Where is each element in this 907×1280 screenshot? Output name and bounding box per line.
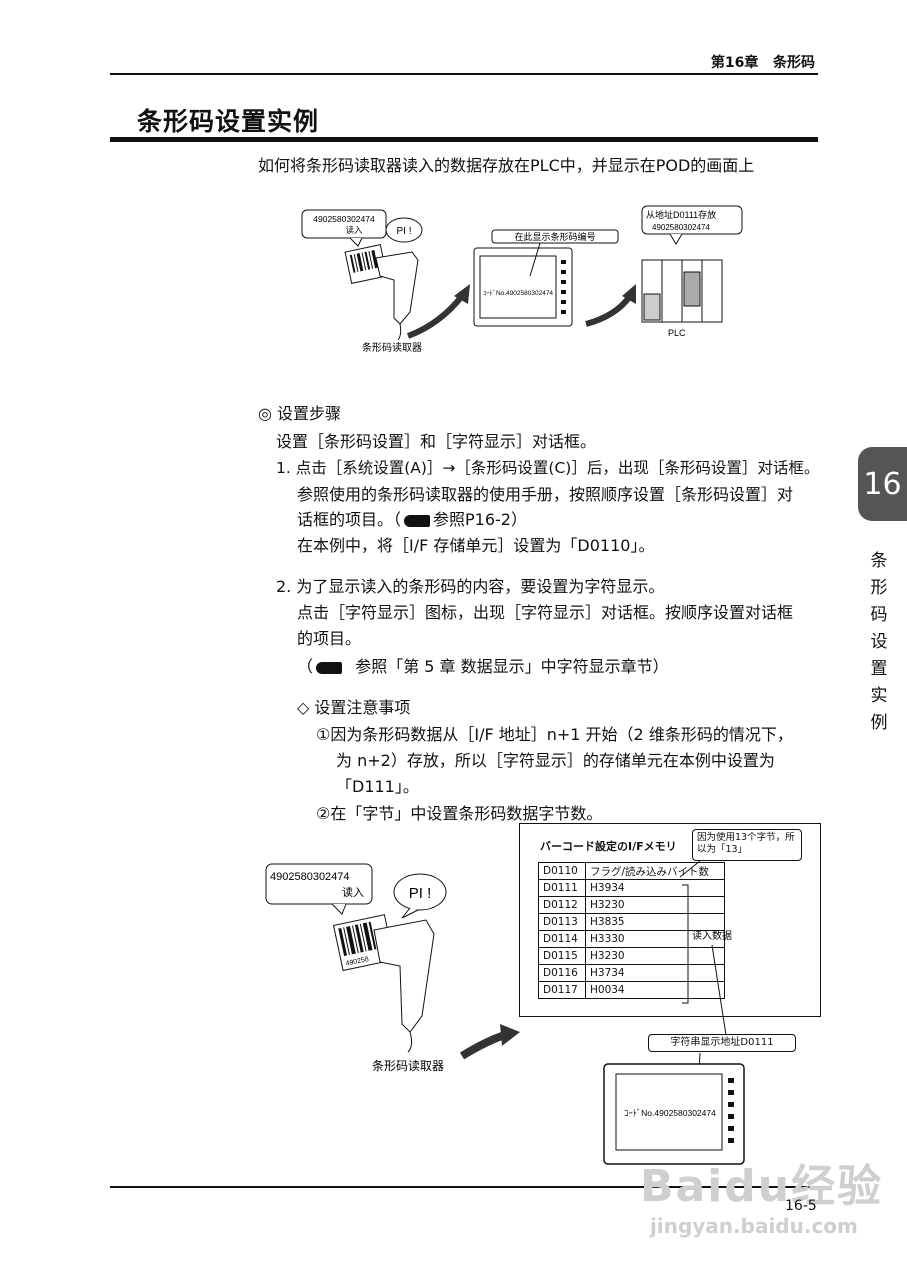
chapter-tab: 16: [858, 447, 907, 521]
watermark-brand: Baidu经验: [640, 1161, 884, 1212]
display-address-callout: 字符串显示地址D0111: [648, 1034, 796, 1052]
reader-label: 条形码读取器: [362, 341, 422, 354]
panel-title: バーコード設定のI/Fメモリ: [540, 840, 677, 853]
step1-line3-b: 参照P16-2）: [433, 510, 527, 529]
step1-line4: 在本例中，将［I/F 存储单元］设置为「D0110」。: [297, 536, 655, 555]
reader-label-2: 条形码读取器: [372, 1059, 444, 1073]
callout-pointer: [679, 860, 701, 878]
chapter-number: 第16章: [710, 55, 759, 71]
screen-note: 在此显示条形码编号: [514, 231, 595, 242]
read-data-pointer: [711, 944, 727, 1036]
diagram-reader: 4902580302474 读入 PI ! 490258 条形码读取器: [265, 863, 520, 1073]
read-bubble-code-2: 4902580302474: [270, 871, 350, 883]
step1-line1: 1. 点击［系统设置(A)］→［条形码设置(C)］后，出现［条形码设置］对话框。: [276, 459, 820, 477]
note1-line3: 「D111」。: [336, 777, 419, 796]
plc-note-line1: 从地址D0111存放: [646, 209, 716, 220]
step2-line3: 的项目。: [297, 629, 362, 648]
beep-bubble: [385, 217, 423, 243]
pointing-hand-icon-2: [316, 661, 343, 674]
title-rule: [110, 137, 818, 142]
callout-line2: 以为「13」: [697, 844, 748, 855]
steps-subheading: 设置［条形码设置］和［字符显示］对话框。: [276, 432, 597, 451]
note1-line1: ①因为条形码数据从［I/F 地址］n+1 开始（2 维条形码的情况下，: [316, 725, 793, 744]
arrow-reader-to-pod: [406, 294, 465, 339]
step1-line3: 话框的项目。（ 参照P16-2）: [297, 506, 527, 530]
read-bubble-label-2: 读入: [342, 885, 364, 899]
side-char: 码: [870, 605, 888, 625]
table-cell-address: D0112: [538, 896, 586, 914]
step2-line4: （ 参照「第 5 章 数据显示」中字符显示章节）: [297, 653, 669, 677]
table-cell-address: D0117: [538, 981, 586, 999]
table-cell-address: D0116: [538, 964, 586, 982]
plc-note-line2: 4902580302474: [652, 223, 710, 232]
table-cell-value: フラグ/読み込みバイト数: [585, 862, 725, 880]
side-char: 例: [870, 713, 888, 733]
table-cell-value: H3330: [585, 930, 725, 948]
header-rule: [110, 73, 818, 75]
note2: ②在「字节」中设置条形码数据字节数。: [316, 804, 603, 823]
arrow-pod-to-plc: [585, 294, 633, 327]
plc-label: PLC: [668, 328, 686, 338]
read-bubble-2: [265, 863, 373, 905]
step1-line2: 参照使用的条形码读取器的使用手册，按照顺序设置［条形码设置］对: [297, 485, 794, 504]
table-cell-value: H0034: [585, 981, 725, 999]
beep-bubble-2: [393, 873, 447, 911]
steps-heading: ◎ 设置步骤: [258, 404, 342, 423]
beep-text-2: PI !: [409, 885, 432, 902]
footer-rule: [110, 1186, 818, 1188]
read-bubble-code: 4902580302474: [313, 214, 375, 224]
step2-line1: 2. 为了显示读入的条形码的内容，要设置为字符显示。: [276, 577, 665, 596]
callout-line1: 因为使用13个字节，所: [697, 832, 795, 843]
byte-count-callout: 因为使用13个字节，所 以为「13」: [692, 829, 802, 861]
arrow-reader-to-memory: [459, 1030, 510, 1060]
side-char: 形: [870, 578, 888, 598]
table-cell-address: D0115: [538, 947, 586, 965]
pod-screen-text-2: ｺｰﾄﾞNo.4902580302474: [624, 1108, 716, 1118]
side-char: 设: [870, 632, 888, 652]
pod-screen-text: ｺｰﾄﾞNo.4902580302474: [483, 289, 553, 297]
screen-note-bubble: [491, 229, 619, 244]
side-char: 条: [870, 551, 888, 571]
beep-text: PI !: [396, 226, 411, 237]
pointing-hand-icon: [404, 514, 431, 527]
intro-text: 如何将条形码读取器读入的数据存放在PLC中，并显示在POD的画面上: [258, 156, 755, 175]
notes-heading: ◇ 设置注意事项: [297, 698, 411, 717]
side-char: 置: [870, 659, 888, 679]
note1-line2: 为 n+2）存放，所以［字符显示］的存储单元在本例中设置为: [336, 751, 775, 770]
table-cell-address: D0111: [538, 879, 586, 897]
step2-line4-a: （: [297, 657, 314, 676]
step1-line3-a: 话框的项目。（: [297, 510, 402, 529]
read-data-bracket: [682, 884, 689, 1004]
table-cell-address: D0113: [538, 913, 586, 931]
pod-display-2: ｺｰﾄﾞNo.4902580302474: [603, 1063, 745, 1165]
svg-text:490258: 490258: [345, 956, 369, 968]
watermark-url: jingyan.baidu.com: [650, 1214, 858, 1238]
side-char: 实: [870, 686, 888, 706]
plc-note-bubble: [641, 205, 743, 235]
chapter-header: 第16章 条形码: [711, 52, 815, 72]
read-bubble-label: 读入: [345, 225, 363, 235]
diagram-overview: 4902580302474 读入 PI ! 条形码读取器 ｺｰﾄﾞNo.4902…: [301, 205, 743, 354]
section-title: 条形码设置实例: [137, 107, 320, 136]
table-cell-address: D0114: [538, 930, 586, 948]
barcode-card: [344, 244, 388, 284]
plc-unit: [641, 259, 723, 323]
read-data-label: 读入数据: [692, 929, 732, 942]
step2-line2: 点击［字符显示］图标，出现［字符显示］对话框。按顺序设置对话框: [297, 603, 794, 622]
read-bubble: [301, 209, 387, 239]
barcode-scanner: [375, 251, 419, 325]
page-number: 16-5: [785, 1198, 817, 1214]
barcode-scanner-2: [373, 919, 435, 1033]
chapter-title: 条形码: [773, 55, 815, 71]
table-cell-address: D0110: [538, 862, 586, 880]
step2-line4-b: 参照「第 5 章 数据显示」中字符显示章节）: [355, 657, 669, 676]
